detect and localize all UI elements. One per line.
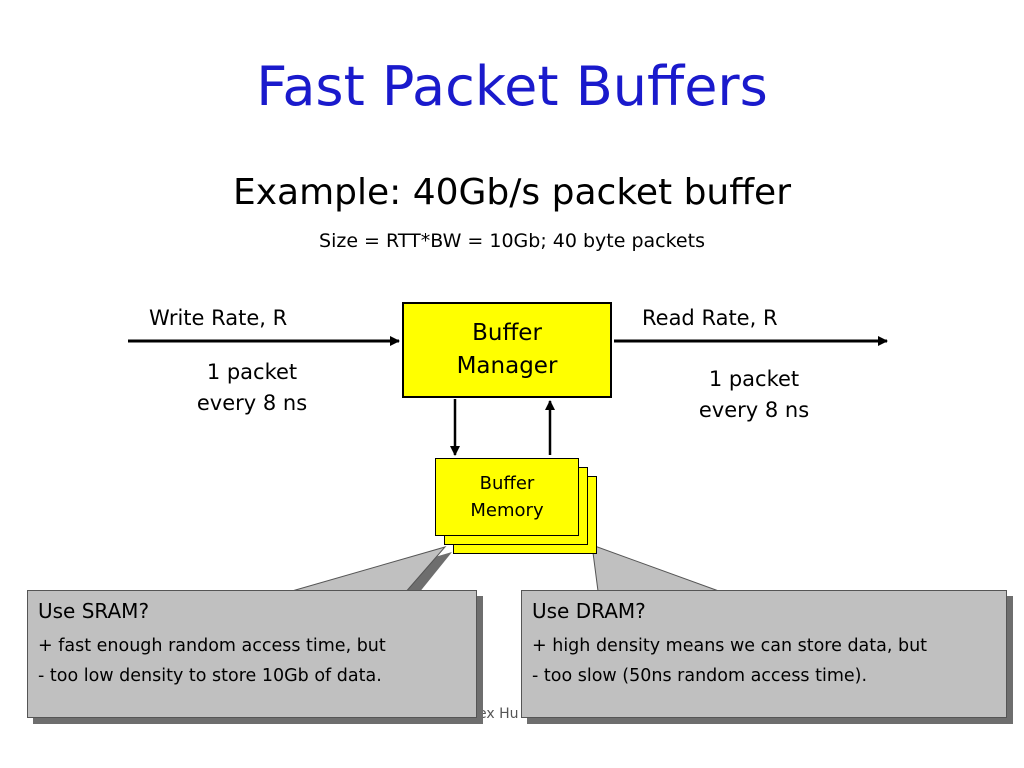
- write-packet-line-2: every 8 ns: [196, 391, 308, 415]
- dram-pointer: [591, 544, 728, 595]
- read-rate-label: Read Rate, R: [642, 306, 778, 330]
- sram-line-con: - too low density to store 10Gb of data.: [38, 666, 382, 686]
- read-packet-line-2: every 8 ns: [698, 398, 810, 422]
- read-packet-label: 1 packet every 8 ns: [674, 364, 834, 426]
- write-packet-label: 1 packet every 8 ns: [172, 357, 332, 419]
- write-packet-line-1: 1 packet: [206, 360, 298, 384]
- buffer-manager-line-2: Manager: [456, 353, 558, 379]
- buffer-memory-line-2: Memory: [470, 500, 544, 521]
- sram-callout: Use SRAM? + fast enough random access ti…: [27, 590, 477, 718]
- sram-line-pro: + fast enough random access time, but: [38, 636, 386, 656]
- dram-heading: Use DRAM?: [532, 599, 646, 623]
- dram-callout: Use DRAM? + high density means we can st…: [521, 590, 1007, 718]
- slide-title: Fast Packet Buffers: [256, 55, 768, 118]
- footer-text: ex Hu: [478, 706, 519, 722]
- buffer-memory-line-1: Buffer: [479, 473, 535, 494]
- sram-heading: Use SRAM?: [38, 599, 150, 623]
- slide-subtitle: Example: 40Gb/s packet buffer: [232, 172, 792, 213]
- write-rate-label: Write Rate, R: [149, 306, 288, 330]
- dram-line-pro: + high density means we can store data, …: [532, 636, 928, 656]
- buffer-memory-box: Buffer Memory: [435, 458, 579, 536]
- buffer-manager-box: Buffer Manager: [402, 302, 612, 398]
- buffer-manager-line-1: Buffer: [472, 320, 542, 346]
- dram-line-con: - too slow (50ns random access time).: [532, 666, 868, 686]
- size-line: Size = RTT*BW = 10Gb; 40 byte packets: [319, 230, 705, 252]
- read-packet-line-1: 1 packet: [708, 367, 800, 391]
